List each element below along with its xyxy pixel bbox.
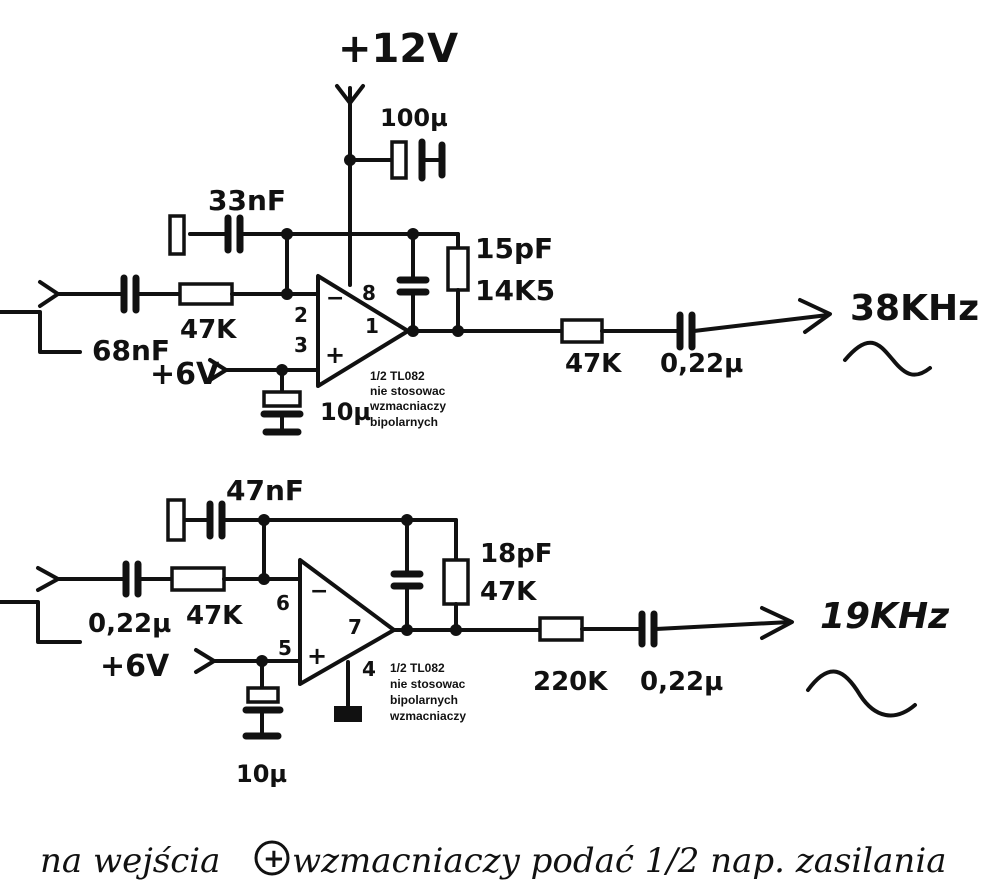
top-feedback-resistor (446, 246, 470, 292)
decoupling-cap-label: 100µ (380, 104, 448, 132)
bottom-opamp (298, 558, 396, 686)
top-input-cap-label: 68nF (92, 334, 170, 367)
bottom-pin-out: 7 (348, 615, 362, 639)
bottom-bias-label: +6V (100, 649, 170, 684)
footer-text-before: na wejścia (40, 841, 220, 881)
top-feedback-res-label: 14K5 (475, 274, 555, 307)
bottom-input-resistor (170, 566, 226, 592)
top-bias-label: +6V (150, 357, 220, 392)
top-minus-sign: − (326, 286, 344, 311)
top-output-line (692, 313, 830, 333)
bottom-plus-sign: + (307, 642, 327, 670)
top-pin-noninv: 3 (294, 333, 308, 357)
bottom-feedback-junction (258, 514, 270, 526)
vcc-label: +12V (338, 26, 458, 72)
bottom-bias-arrow (194, 648, 216, 674)
top-output-resistor (560, 318, 604, 344)
top-pin-vcc: 8 (362, 281, 376, 305)
bottom-note-line-3: bipolarnych (390, 693, 458, 707)
bottom-47n-stub (166, 498, 186, 542)
top-note-line-2: nie stosowac (370, 384, 446, 398)
top-feedback-small-cap-label: 15pF (475, 232, 553, 265)
decoupling-cap-body (390, 140, 408, 180)
bottom-input-cap-label: 0,22µ (88, 609, 171, 639)
top-note-line-3: wzmacniaczy (369, 399, 446, 413)
top-feedback-junction (281, 228, 293, 240)
top-feedback-cap-label: 33nF (208, 184, 286, 217)
bottom-input-arrow (36, 566, 60, 592)
bottom-output-arrow (760, 606, 794, 640)
top-note-line-1: 1/2 TL082 (370, 369, 425, 383)
top-output-junction-2 (452, 325, 464, 337)
bottom-gnd-block (334, 706, 362, 722)
top-33n-stub (168, 214, 186, 256)
top-input-res-label: 47K (180, 315, 237, 345)
footer-note: na wejścia + wzmacniaczy podać 1/2 nap. … (40, 840, 946, 881)
bottom-output-line (654, 620, 792, 631)
top-opamp (316, 274, 410, 388)
bottom-feedback-cap-label: 47nF (226, 474, 304, 507)
bottom-bias-cap-body (246, 686, 280, 704)
top-output-cap-label: 0,22µ (660, 349, 743, 379)
top-plus-sign: + (325, 341, 345, 369)
bottom-output-junction-2 (450, 624, 462, 636)
bottom-sine-wave-icon (806, 669, 917, 718)
top-output-junction (407, 325, 419, 337)
bottom-pin-inv: 6 (276, 591, 290, 615)
top-filter-stage: 68nF 47K 33nF 15pF 14K5 − + 2 3 1 8 (0, 184, 979, 436)
bottom-output-cap-label: 0,22µ (640, 667, 723, 697)
bottom-minus-sign: − (310, 579, 328, 604)
vcc-supply: +12V 100µ (335, 26, 458, 287)
top-sine-wave-icon (843, 340, 932, 377)
bottom-output-junction (401, 624, 413, 636)
top-pin-inv: 2 (294, 303, 308, 327)
footer-plus-symbol: + (263, 844, 285, 874)
top-note-line-4: bipolarnych (370, 415, 438, 429)
bottom-pin-gnd: 4 (362, 657, 376, 681)
top-input-arrow (38, 280, 60, 308)
bottom-output-res-label: 220K (533, 667, 608, 697)
top-input-resistor (178, 282, 234, 306)
top-input-wire (0, 310, 82, 354)
top-output-arrow (798, 298, 832, 334)
bottom-note-line-1: 1/2 TL082 (390, 661, 445, 675)
top-bias-cap-body (262, 390, 302, 408)
top-output-res-label: 47K (565, 349, 622, 379)
bottom-note-line-2: nie stosowac (390, 677, 466, 691)
bottom-input-res-label: 47K (186, 601, 243, 631)
bottom-pin-noninv: 5 (278, 636, 292, 660)
bottom-feedback-small-cap-label: 18pF (480, 539, 553, 569)
bottom-input-wire (0, 600, 82, 644)
bottom-note-line-4: wzmacniaczy (389, 709, 466, 723)
bottom-frequency-label: 19KHz (820, 596, 950, 637)
footer-plus-circle (254, 840, 290, 876)
bottom-output-resistor (538, 616, 584, 642)
bottom-feedback-res-label: 47K (480, 577, 537, 607)
top-frequency-label: 38KHz (850, 288, 979, 329)
bottom-filter-stage: 0,22µ 47K 47nF 18pF 47K − + 6 5 7 4 (0, 474, 950, 788)
bottom-feedback-resistor (442, 558, 470, 606)
bottom-bias-cap-label: 10µ (236, 760, 287, 788)
top-pin-out: 1 (365, 314, 379, 338)
footer-text-after: wzmacniaczy podać 1/2 nap. zasilania (292, 841, 946, 881)
top-bias-cap-label: 10µ (320, 398, 371, 426)
